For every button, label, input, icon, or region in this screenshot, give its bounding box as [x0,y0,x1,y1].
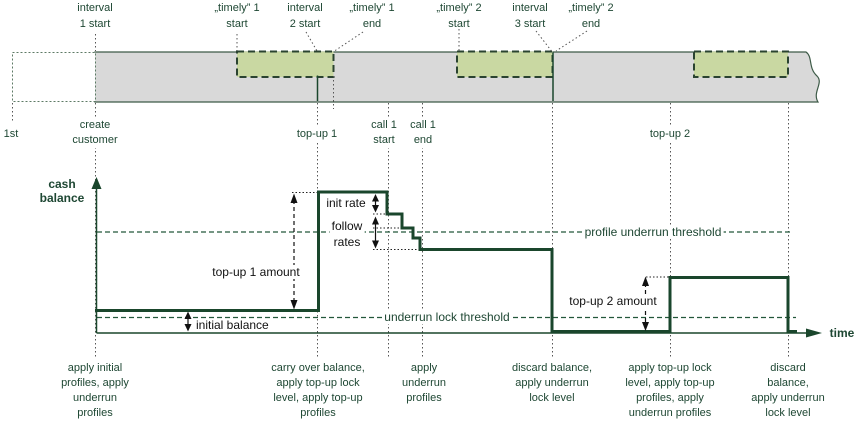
y-axis-arrowhead [91,177,102,189]
follow-rates-arrow-down [372,240,379,249]
label-timely-2-start: „timely” 2 start [436,2,482,30]
annotation-top-up-2-amount: top-up 2 amount [567,294,659,308]
timely-3-range [693,50,789,78]
annotation-initial-balance: initial balance [196,318,269,332]
timely-1-range [236,50,335,78]
timely-2-range [456,50,554,78]
x-axis-label: time [829,326,855,340]
label-create-customer: create customer [70,118,120,148]
action-create-customer: apply initial profiles, apply underrun p… [61,362,129,419]
event-guide-lines [12,76,789,357]
top-up-2-amount-arrow-up [642,276,649,286]
init-rate-arrow-up [372,194,379,202]
label-interval-2-start: interval 2 start [287,2,323,30]
cash-balance-curve [95,190,797,333]
annotation-guide-lines [292,192,669,278]
initial-balance-arrow-down [184,324,192,332]
action-interval-3-start: discard balance, apply underrun lock lev… [511,362,593,404]
annotation-underrun-lock-threshold: underrun lock threshold [382,310,512,324]
label-timely-1-end: „timely” 1 end [349,2,395,30]
label-call-1-start: call 1 start [369,118,399,148]
action-top-up-2: apply top-up lock level, apply top-up pr… [625,362,715,419]
label-1st: 1st [3,128,19,140]
top-up-1-amount-arrow-down [290,300,298,310]
top-up-2-amount-arrow-down [642,322,649,331]
label-timely-1-start: „timely” 1 start [214,2,260,30]
label-interval-3-start: interval 3 start [512,2,548,30]
label-top-up-1: top-up 1 [294,127,340,142]
annotation-follow-rates: follow rates [329,218,365,250]
label-timely-2-end: „timely” 2 end [568,2,614,30]
follow-rates-arrow-up [372,216,379,225]
top-label-leader-lines [95,29,588,52]
initial-balance-arrow-up [184,311,192,319]
x-axis-arrowhead [806,328,822,338]
init-rate-arrow-down [372,205,379,213]
action-call-1: apply underrun profiles [401,362,447,404]
action-top-up-1: carry over balance, apply top-up lock le… [271,362,365,419]
continuation-ellipsis: ··· [27,0,48,6]
label-interval-1-start: interval 1 start [77,2,113,30]
annotation-init-rate: init rate [324,196,368,210]
label-top-up-2: top-up 2 [647,127,693,142]
label-call-1-end: call 1 end [408,118,438,148]
top-up-1-amount-arrow-up [290,193,298,203]
annotation-profile-underrun-threshold: profile underrun threshold [582,225,724,239]
pre-interval-box [12,52,96,102]
action-timely-2-end: discard balance, apply underrun lock lev… [751,362,825,419]
y-axis-label: cash balance [39,177,85,205]
annotation-top-up-1-amount: top-up 1 amount [210,265,302,279]
